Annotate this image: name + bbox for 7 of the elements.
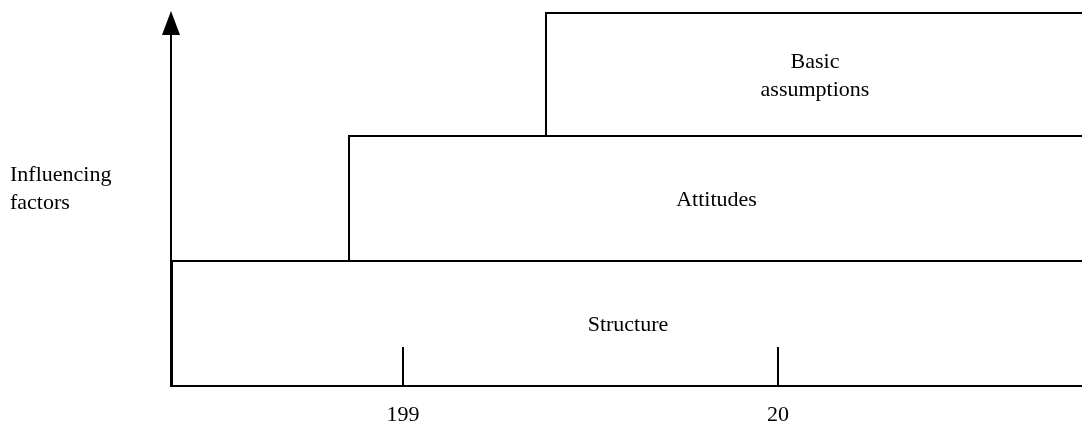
layer-label: Structure — [587, 309, 669, 338]
axis-label: Influencing factors — [10, 160, 113, 215]
tick-label: 199 — [385, 400, 421, 428]
tick-label: 20 — [766, 400, 790, 428]
layer-box — [545, 12, 1082, 137]
layer-label: Basic assumptions — [759, 47, 871, 102]
layer-label: Attitudes — [676, 184, 757, 213]
